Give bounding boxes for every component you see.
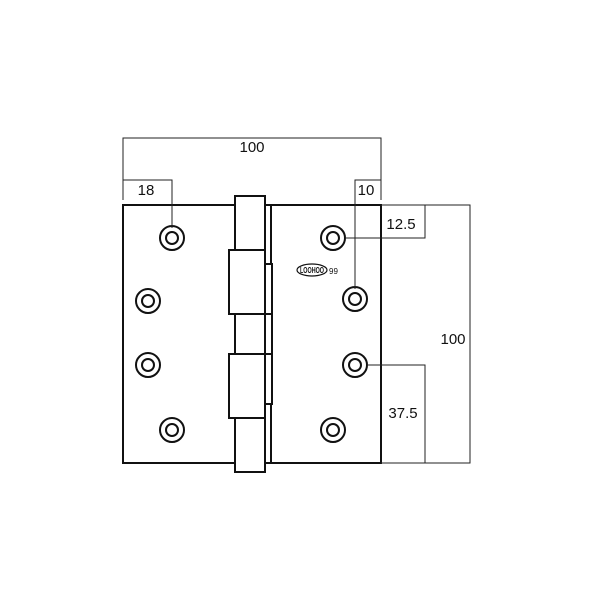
logo-number: 99 <box>329 267 338 276</box>
screw-hole-icon <box>320 225 346 251</box>
dimension-labels: 100 18 10 12.5 100 37.5 <box>138 139 466 422</box>
dim-overall-width-line <box>122 137 382 200</box>
knuckle-segment <box>228 249 266 315</box>
dimension-lines <box>122 137 471 464</box>
dim-hole-spacing-line <box>367 364 426 463</box>
logo-mark: LOOHOO <box>300 266 324 275</box>
dim-knuckle-label: 10 <box>358 182 375 199</box>
screw-hole-icon <box>342 352 368 378</box>
dim-overall-width-label: 100 <box>239 139 264 156</box>
screw-hole-icon <box>159 225 185 251</box>
screw-hole-icon <box>159 417 185 443</box>
knuckle-segment <box>264 403 272 464</box>
dim-hole-edge-label: 18 <box>138 182 155 199</box>
knuckle-segment <box>264 263 273 315</box>
dim-knuckle-line <box>354 179 382 289</box>
knuckle-segment <box>234 195 266 251</box>
screw-hole-icon <box>135 352 161 378</box>
dim-hole-top-label: 12.5 <box>386 216 415 233</box>
brand-logo: LOOHOO 99 <box>296 263 338 277</box>
knuckle-segment <box>264 313 273 355</box>
screw-hole-icon <box>320 417 346 443</box>
knuckle-barrel <box>228 195 273 473</box>
knuckle-segment <box>264 353 273 405</box>
logo-oval <box>296 263 328 277</box>
screw-hole-icon <box>342 286 368 312</box>
knuckle-segment <box>234 417 266 473</box>
knuckle-segment <box>264 204 272 265</box>
dim-hole-edge-line <box>122 179 173 228</box>
dim-hole-spacing-label: 37.5 <box>388 405 417 422</box>
screw-hole-icon <box>135 288 161 314</box>
knuckle-segment <box>234 313 266 355</box>
knuckle-segment <box>228 353 266 419</box>
dim-overall-height-label: 100 <box>440 331 465 348</box>
